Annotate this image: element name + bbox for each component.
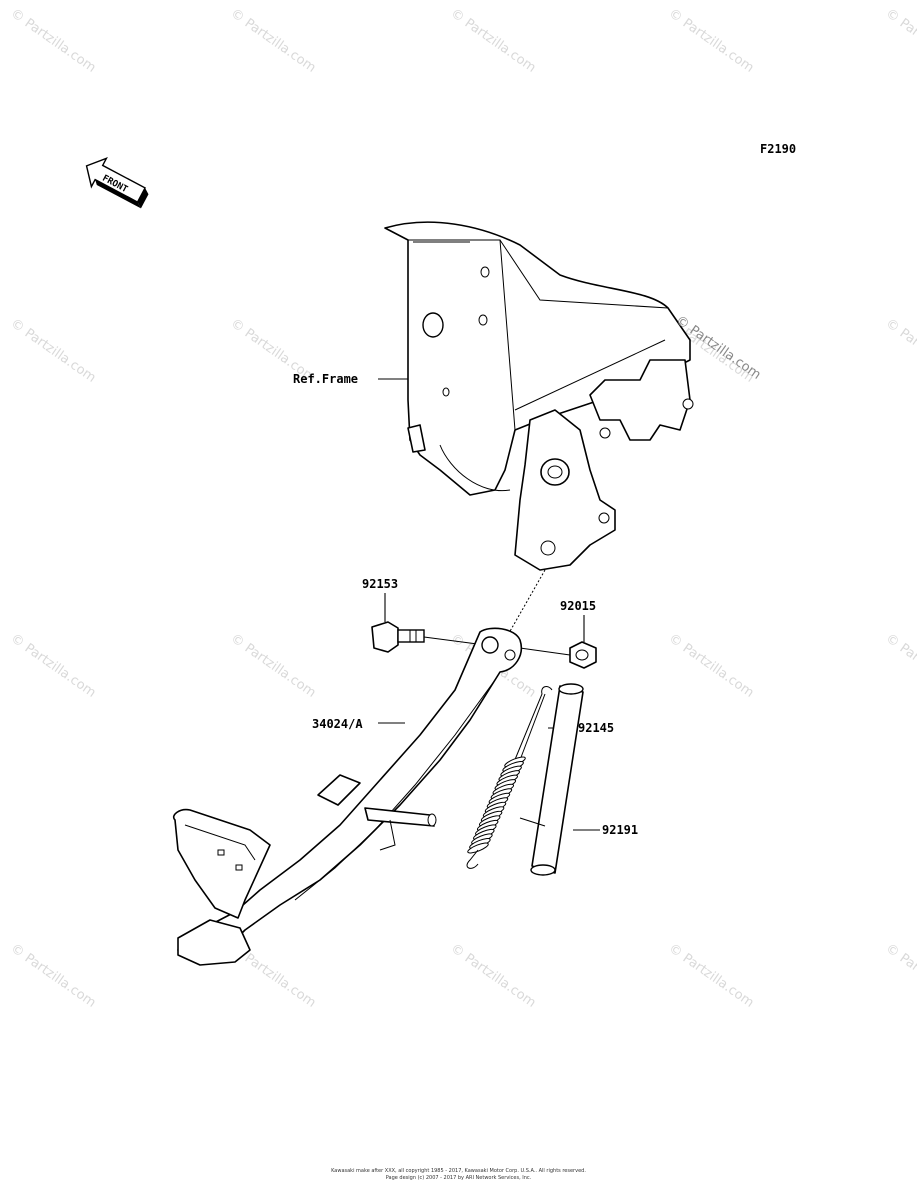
label-92191: 92191	[602, 823, 638, 837]
spring-92145	[466, 686, 553, 869]
watermark-text: © Partzilla.com	[883, 316, 917, 386]
frame-part	[384, 221, 694, 571]
diagram-id: F2190	[760, 142, 796, 156]
label-92015: 92015	[560, 599, 596, 613]
watermark-text: © Partzilla.com	[666, 6, 757, 76]
watermark-layer: © Partzilla.com © Partzilla.com © Partzill…	[8, 6, 917, 1011]
label-92145: 92145	[578, 721, 614, 735]
watermark-text: © Partzilla.com	[448, 6, 539, 76]
watermark-text: © Partzilla.com	[228, 6, 319, 76]
watermark-text: © Partzilla.com	[228, 631, 319, 701]
watermark-text: © Partzilla.com	[8, 6, 99, 76]
nut-92015	[569, 641, 597, 669]
footer-copyright: Kawasaki make after XXX, all copyright 1…	[331, 1168, 586, 1174]
label-34024: 34024/A	[312, 717, 363, 731]
side-stand-34024	[172, 627, 522, 966]
watermark-text: © Partzilla.com	[8, 941, 99, 1011]
label-ref-frame: Ref.Frame	[293, 372, 358, 386]
bolt-92153	[371, 621, 425, 653]
watermark-text: © Partzilla.com	[8, 631, 99, 701]
watermark-text: © Partzilla.com	[883, 941, 917, 1011]
watermark-text: © Partzilla.com	[883, 6, 917, 76]
watermark-text: © Partzilla.com	[448, 941, 539, 1011]
collar-92191	[530, 683, 584, 876]
watermark-text: © Partzilla.com	[666, 631, 757, 701]
watermark-text: © Partzilla.com	[666, 941, 757, 1011]
footer-page-design: Page design (c) 2007 - 2017 by ARI Netwo…	[385, 1175, 532, 1181]
label-92153: 92153	[362, 577, 398, 591]
front-arrow-icon: FRONT	[85, 157, 149, 209]
watermark-text: © Partzilla.com	[883, 631, 917, 701]
watermark-text: © Partzilla.com	[8, 316, 99, 386]
